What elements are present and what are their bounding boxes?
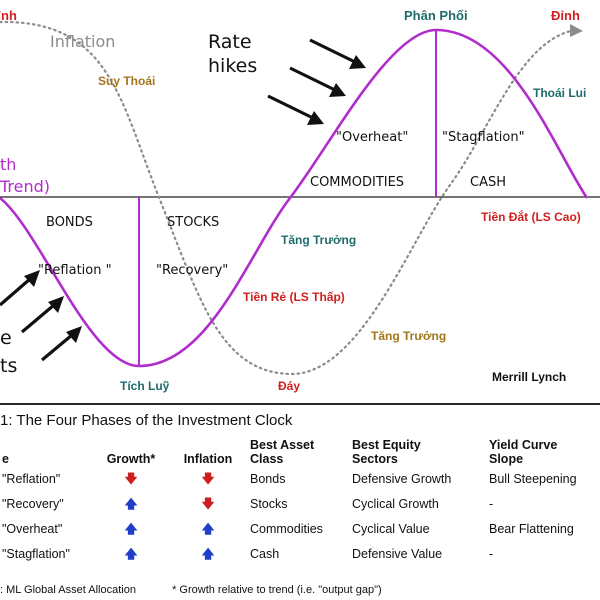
retreat-label: Thoái Lui: [533, 86, 586, 100]
inflation-up-arrow-icon: 🡅: [201, 521, 215, 536]
section-divider: [0, 403, 600, 405]
expensive-money-label: Tiền Đắt (LS Cao): [481, 209, 581, 224]
peak-label-right: Đỉnh: [551, 8, 580, 23]
investment-clock-diagram: Đỉnh Phân Phối Đỉnh Inflation Suy Thoái …: [0, 8, 600, 393]
inflation-label: Inflation: [50, 32, 115, 51]
header-asset-line1: Best Asset: [250, 438, 315, 452]
rate-cut-arrows: [0, 270, 82, 362]
growth-trend-line1: th: [0, 155, 16, 174]
yield-cell: -: [489, 496, 494, 511]
table-row: "Overheat" 🡅 🡅 Commodities Cyclical Valu…: [0, 516, 600, 541]
rate-hike-arrows: [267, 38, 366, 125]
header-yield-line1: Yield Curve: [489, 438, 558, 452]
rate-hikes-line2: hikes: [208, 55, 257, 77]
equity-cell: Cyclical Growth: [352, 496, 439, 511]
cheap-money-label: Tiền Rẻ (LS Thấp): [243, 290, 345, 304]
growth-trend-line2: Trend): [0, 177, 50, 196]
growth-curve: [0, 28, 589, 368]
header-asset-line2: Class: [250, 452, 284, 466]
recession-label: Suy Thoái: [98, 74, 155, 88]
header-phase: e: [2, 452, 9, 466]
growth-label-teal-1: Tăng Trưởng: [281, 233, 356, 247]
cash-label: CASH: [470, 175, 506, 190]
asset-cell: Cash: [250, 546, 280, 561]
accumulation-label: Tích Luỹ: [120, 379, 170, 393]
overheat-label: "Overheat": [336, 130, 408, 145]
stagflation-label: "Stagflation": [442, 130, 525, 145]
distribution-label: Phân Phối: [404, 8, 468, 23]
commodities-label: COMMODITIES: [310, 175, 404, 190]
header-growth: Growth*: [106, 452, 156, 466]
equity-cell: Defensive Growth: [352, 471, 452, 486]
yield-cell: Bull Steepening: [489, 471, 577, 486]
equity-cell: Cyclical Value: [352, 521, 430, 536]
bottom-label: Đáy: [278, 379, 300, 393]
recovery-label: "Recovery": [156, 263, 228, 278]
growth-up-arrow-icon: 🡅: [124, 496, 138, 511]
phase-cell: "Overheat": [2, 521, 63, 536]
stocks-label: STOCKS: [167, 215, 219, 230]
header-yield-line2: Slope: [489, 452, 524, 466]
inflation-arrow-head: [570, 24, 583, 37]
inflation-curve: [0, 20, 577, 376]
table-row: "Stagflation" 🡅 🡅 Cash Defensive Value -: [0, 541, 600, 566]
peak-label-left: Đỉnh: [0, 8, 17, 23]
inflation-down-arrow-icon: 🡇: [201, 471, 215, 486]
phase-cell: "Reflation": [2, 471, 61, 486]
source-merrill-lynch: Merrill Lynch: [492, 370, 566, 384]
phase-cell: "Stagflation": [2, 546, 70, 561]
table-title: 1: The Four Phases of the Investment Clo…: [0, 412, 293, 429]
inflation-up-arrow-icon: 🡅: [201, 546, 215, 561]
yield-cell: -: [489, 546, 494, 561]
header-inflation: Inflation: [183, 452, 233, 466]
footer-note: * Growth relative to trend (i.e. "output…: [172, 584, 382, 596]
phase-cell: "Recovery": [2, 496, 64, 511]
footer-source: : ML Global Asset Allocation: [0, 584, 136, 596]
reflation-label: "Reflation ": [38, 263, 112, 278]
asset-cell: Commodities: [250, 521, 323, 536]
asset-cell: Stocks: [250, 496, 288, 511]
table-row: "Recovery" 🡅 🡇 Stocks Cyclical Growth -: [0, 491, 600, 516]
growth-label-gold-2: Tăng Trưởng: [371, 329, 446, 343]
equity-cell: Defensive Value: [352, 546, 443, 561]
inflation-down-arrow-icon: 🡇: [201, 496, 215, 511]
growth-down-arrow-icon: 🡇: [124, 471, 138, 486]
table-row: "Reflation" 🡇 🡇 Bonds Defensive Growth B…: [0, 466, 600, 491]
asset-cell: Bonds: [250, 471, 286, 486]
growth-down-arrow-icon: 🡅: [124, 546, 138, 561]
rate-hikes-line1: Rate: [208, 31, 252, 53]
yield-cell: Bear Flattening: [489, 521, 574, 536]
header-equity-line1: Best Equity: [352, 438, 421, 452]
header-equity-line2: Sectors: [352, 452, 398, 466]
rate-cuts-line1: e: [0, 327, 12, 349]
growth-up-arrow-icon: 🡅: [124, 521, 138, 536]
rate-cuts-line2: ts: [0, 355, 17, 377]
bonds-label: BONDS: [46, 215, 93, 230]
table-footer: : ML Global Asset Allocation * Growth re…: [0, 584, 600, 596]
